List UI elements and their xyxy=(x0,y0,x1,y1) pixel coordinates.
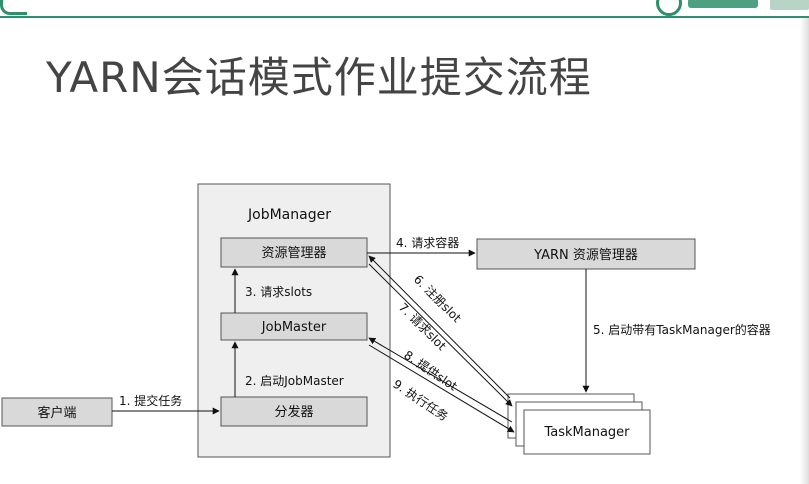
jobmanager-title: JobManager xyxy=(247,207,331,223)
yarn-resource-manager-node xyxy=(476,238,696,270)
resource-manager-node xyxy=(220,237,368,268)
right-edge-shadow xyxy=(800,18,809,484)
taskmanager-node xyxy=(523,409,651,455)
dispatcher-node xyxy=(220,396,368,427)
edge-request-container-label: 4. 请求容器 xyxy=(396,235,459,250)
edge-start-jobmaster-label: 2. 启动JobMaster xyxy=(245,374,344,388)
edge-submit-task-label: 1. 提交任务 xyxy=(119,393,182,408)
top-banner xyxy=(0,0,809,18)
brand-logo-icon xyxy=(656,0,682,16)
edge-request-slots-label: 3. 请求slots xyxy=(245,285,312,299)
banner-frame-decoration xyxy=(0,0,27,15)
brand-logo-text-graphic xyxy=(688,0,758,8)
client-label: 客户端 xyxy=(37,405,76,421)
dispatcher-label: 分发器 xyxy=(274,404,313,420)
taskmanager-label: TaskManager xyxy=(543,425,630,440)
edge-start-container-label: 5. 启动带有TaskManager的容器 xyxy=(593,322,771,337)
jobmaster-label: JobMaster xyxy=(261,320,327,335)
yarn-resource-manager-label: YARN 资源管理器 xyxy=(533,248,638,263)
edge-execute-task-arrow xyxy=(368,344,515,433)
jobmaster-node xyxy=(220,312,368,341)
corner-logo-graphic xyxy=(770,0,809,10)
edge-request-slot-arrow xyxy=(368,263,513,407)
client-node xyxy=(1,397,113,427)
resource-manager-label: 资源管理器 xyxy=(261,246,326,261)
slide-title: YARN会话模式作业提交流程 xyxy=(46,53,592,102)
edge-offer-slot-arrow xyxy=(368,337,513,423)
edge-register-slot-arrow xyxy=(368,255,511,399)
